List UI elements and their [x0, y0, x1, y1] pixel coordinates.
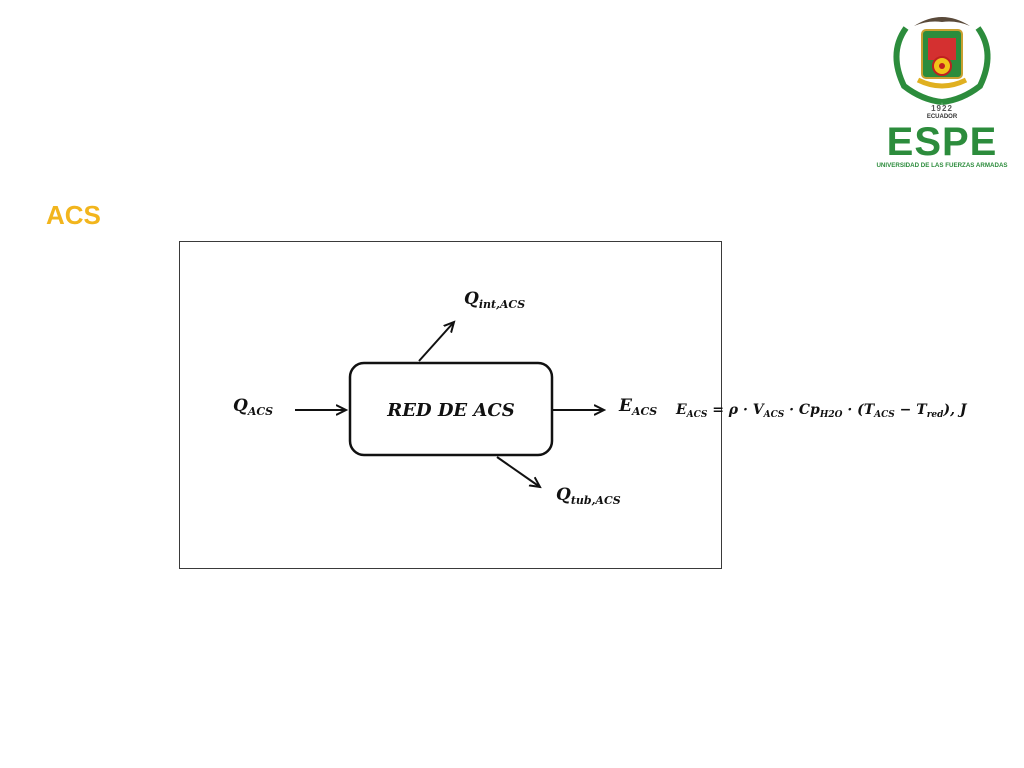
espe-logo: 1922 ECUADOR ESPE UNIVERSIDAD DE LAS FUE… — [866, 8, 1018, 176]
process-box — [348, 361, 554, 457]
output-arrow-bottom — [496, 456, 540, 487]
slide-title: ACS — [46, 200, 101, 230]
logo-year: 1922 — [931, 104, 953, 113]
input-label: QACS — [233, 396, 274, 418]
energy-equation: EACS = ρ · VACS · CpH2O · (TACS − Tred),… — [676, 402, 967, 420]
output-top-label: Qint,ACS — [464, 289, 526, 311]
logo-country: ECUADOR — [926, 114, 958, 120]
logo-university-name: UNIVERSIDAD DE LAS FUERZAS ARMADAS — [876, 162, 1008, 169]
logo-wordmark: ESPE — [886, 120, 998, 164]
output-bottom-label: Qtub,ACS — [556, 485, 621, 507]
diagram-frame — [179, 241, 722, 569]
output-right-label: EACS — [619, 396, 658, 418]
output-arrow-top — [418, 322, 454, 362]
espe-emblem-icon — [893, 17, 991, 105]
process-box-label: RED DE ACS — [387, 400, 515, 421]
